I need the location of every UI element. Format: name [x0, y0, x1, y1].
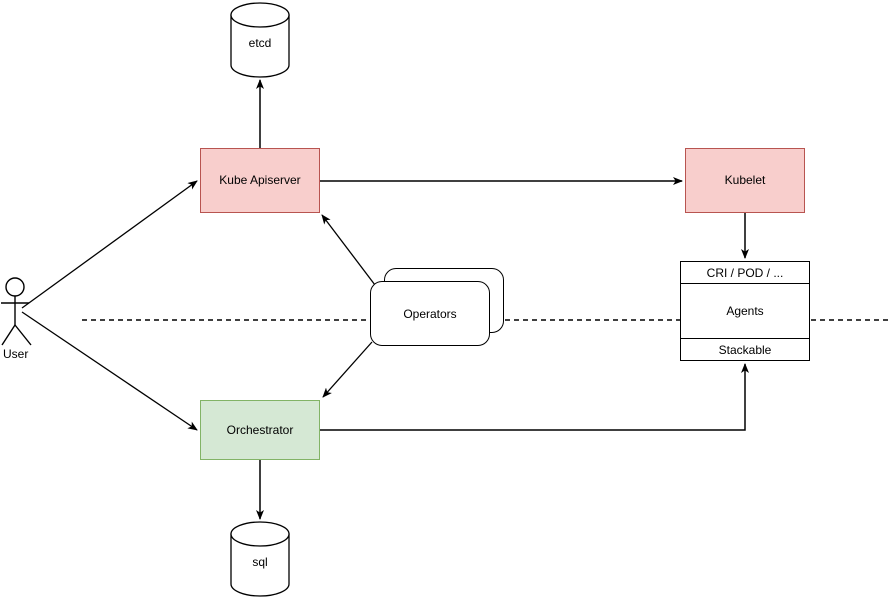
node-etcd[interactable]: etcd [230, 2, 290, 78]
node-orchestrator-label: Orchestrator [226, 422, 294, 437]
node-sql-label: sql [252, 555, 268, 569]
node-kube-apiserver[interactable]: Kube Apiserver [200, 148, 320, 213]
agents-segment-stackable[interactable]: Stackable [681, 338, 809, 360]
edge-user-to-orchestrator [21, 311, 198, 431]
user-actor-figure [1, 277, 32, 346]
node-operators[interactable]: Operators [370, 268, 504, 346]
agents-segment-stackable-label: Stackable [718, 342, 772, 357]
operators-stack-front-card[interactable]: Operators [370, 281, 490, 346]
node-kube-apiserver-label: Kube Apiserver [219, 173, 301, 188]
node-etcd-label: etcd [248, 36, 272, 50]
node-sql[interactable]: sql [230, 521, 290, 597]
edge-orchestrator-to-stackable [320, 363, 749, 431]
node-kubelet[interactable]: Kubelet [685, 148, 805, 213]
agents-segment-agents[interactable]: Agents [681, 284, 809, 338]
edge-operators-to-orchestrator [322, 341, 373, 398]
node-orchestrator[interactable]: Orchestrator [200, 400, 320, 460]
cylinder-shape-sql [230, 521, 290, 597]
agents-segment-agents-label: Agents [726, 304, 764, 318]
agents-segment-cri-pod-label: CRI / POD / ... [706, 265, 784, 280]
node-kubelet-label: Kubelet [724, 173, 766, 188]
cylinder-shape-etcd [230, 2, 290, 78]
user-actor-label: User [3, 347, 29, 361]
node-operators-label: Operators [403, 306, 457, 321]
node-agents-stack[interactable]: CRI / POD / ... Agents Stackable [680, 261, 810, 361]
agents-segment-cri-pod[interactable]: CRI / POD / ... [681, 262, 809, 284]
edge-user-to-apiserver [21, 180, 198, 309]
edge-operators-to-apiserver [321, 214, 376, 286]
